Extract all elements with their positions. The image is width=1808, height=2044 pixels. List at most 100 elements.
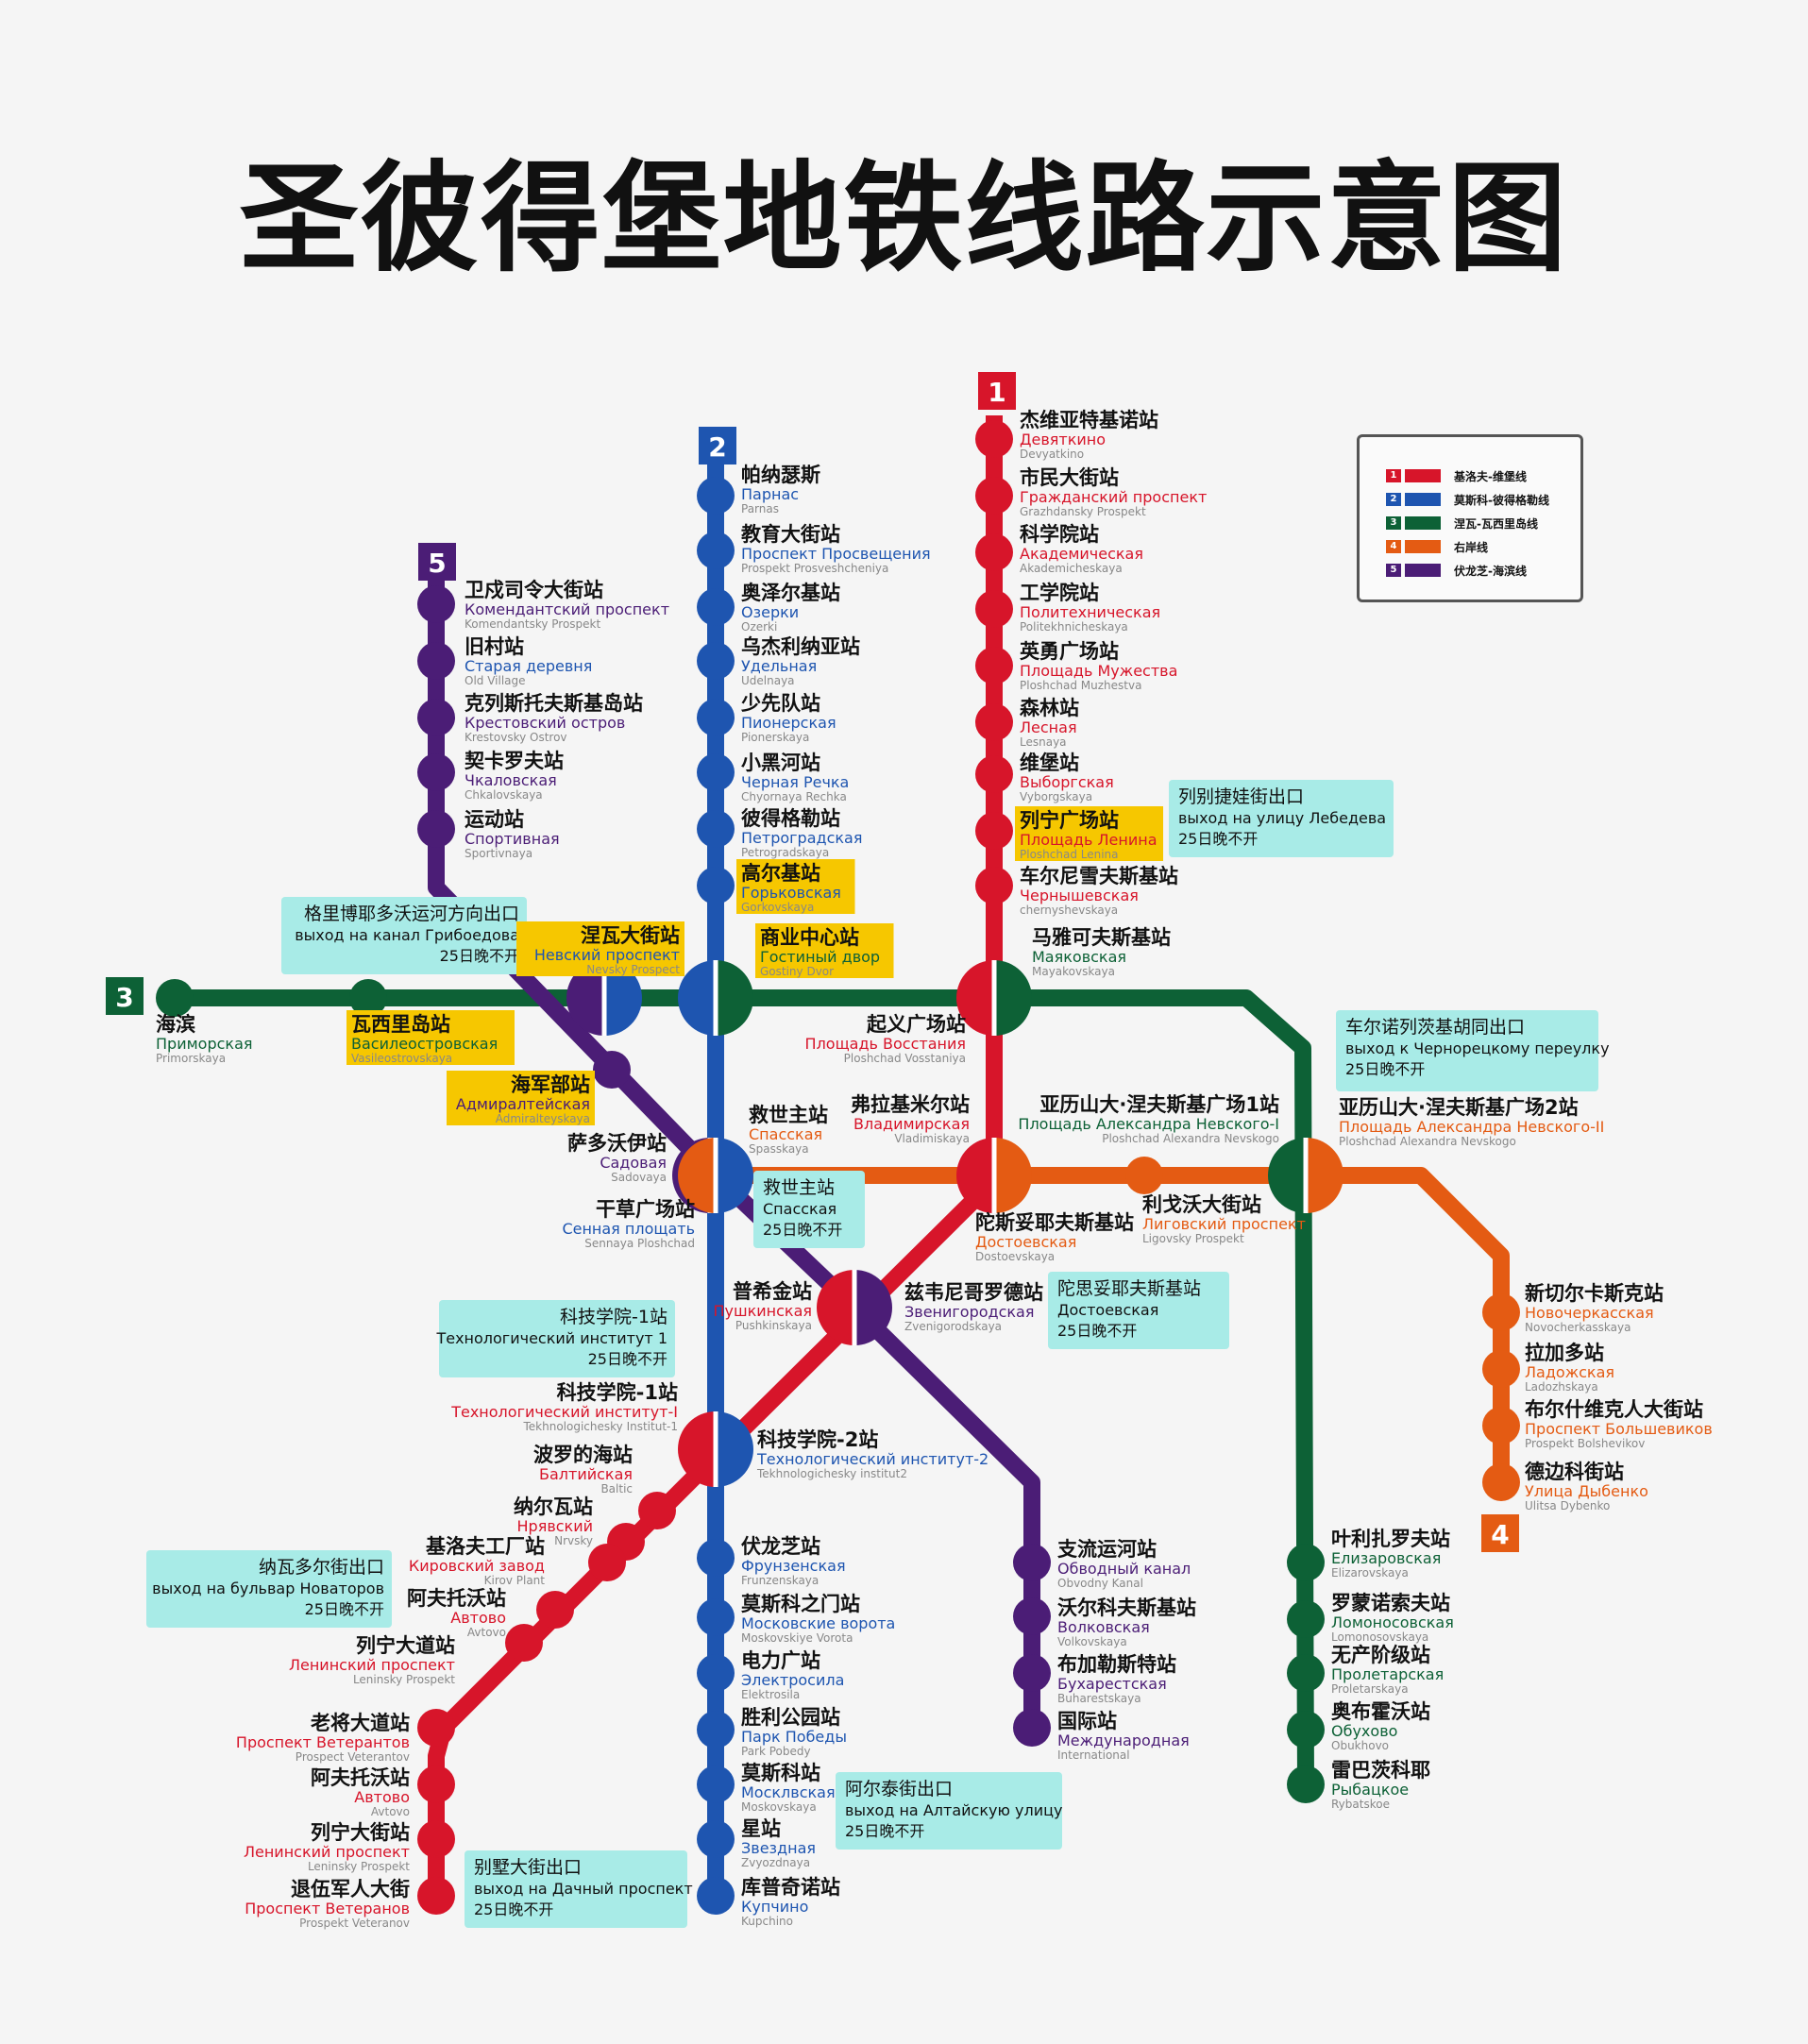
station-name-lat: Kirov Plant [484, 1574, 546, 1587]
station-dot [417, 753, 455, 791]
station-name-zh: 伏龙芝站 [741, 1535, 820, 1558]
station-name-ru: Электросила [741, 1671, 844, 1689]
station-name-zh: 英勇广场站 [1020, 640, 1119, 663]
station-name-lat: Tekhnologichesky Institut-1 [523, 1420, 679, 1433]
station-dot [1482, 1463, 1520, 1501]
station-name-ru: Гражданский проспект [1020, 488, 1207, 506]
station-name-ru: Ленинский проспект [289, 1656, 455, 1674]
station-name-lat: Primorskaya [156, 1052, 226, 1065]
station-dot [417, 1820, 455, 1858]
line-number-label: 4 [1491, 1519, 1509, 1550]
station-name-zh: 瓦西里岛站 [351, 1013, 450, 1036]
station-name-lat: Lomonosovskaya [1331, 1630, 1428, 1644]
station-name-ru: Академическая [1020, 545, 1143, 563]
station-dot [1125, 1157, 1163, 1194]
station-name-zh: 旧村站 [465, 635, 524, 658]
station-labels: 杰维亚特基诺站ДевяткиноDevyatkino市民大街站Гражданск… [156, 409, 1713, 1930]
station-name-lat: Old Village [465, 674, 526, 687]
station-name-ru: Василеостровская [351, 1035, 498, 1053]
legend-color-swatch [1405, 516, 1441, 530]
station-name-lat: Pionerskaya [741, 731, 809, 744]
station-dot [975, 533, 1013, 571]
interchange-half [566, 960, 604, 1036]
station-name-zh: 库普奇诺站 [741, 1876, 840, 1899]
station-name-zh: 亚历山大·涅夫斯基广场1站 [1039, 1093, 1279, 1116]
station-name-zh: 小黑河站 [741, 752, 820, 774]
station-highlight [516, 921, 684, 976]
station-name-ru: Проспект Просвещения [741, 545, 931, 563]
station-name-lat: Tekhnologichesky institut2 [756, 1467, 907, 1480]
legend-line-number: 4 [1386, 540, 1401, 553]
station-dot [697, 532, 735, 569]
station-dot [975, 812, 1013, 850]
station-name-ru: Проспект Ветерантов [236, 1733, 410, 1751]
station-name-ru: Пионерская [741, 714, 836, 732]
station-name-lat: Sennaya Ploshchad [584, 1237, 695, 1250]
station-dot [536, 1591, 574, 1629]
station-name-zh: 波罗的海站 [533, 1444, 633, 1466]
station-dot [505, 1624, 543, 1662]
station-name-ru: Площадь Мужества [1020, 662, 1177, 680]
station-name-lat: Ladozhskaya [1525, 1380, 1598, 1394]
legend-row-5: 5 伏龙芝-海滨线 [1386, 562, 1527, 579]
station-name-lat: Leninsky Prospekt [353, 1673, 455, 1686]
callout-box [1048, 1272, 1229, 1349]
station-name-ru: Невский проспект [534, 946, 680, 964]
station-name-ru: Петроградская [741, 829, 862, 847]
station-name-lat: Proletarskaya [1331, 1682, 1409, 1696]
station-highlight [736, 859, 855, 914]
station-name-ru: Сенная площать [562, 1220, 695, 1238]
station-name-ru: Автово [450, 1609, 506, 1627]
station-name-ru: Чернышевская [1020, 887, 1139, 904]
station-name-zh: 科技学院-2站 [757, 1428, 878, 1451]
station-name-lat: Akademicheskaya [1020, 562, 1123, 575]
station-name-ru: Владимирская [853, 1115, 970, 1133]
station-name-ru: Парк Победы [741, 1728, 847, 1746]
callout-line: 陀思妥耶夫斯基站 [1057, 1278, 1201, 1299]
interchange-half [1268, 1138, 1306, 1213]
station-name-lat: Krestovsky Ostrov [465, 731, 567, 744]
station-name-zh: 基洛夫工厂站 [426, 1535, 545, 1558]
station-name-zh: 普希金站 [733, 1280, 812, 1303]
callout-box [281, 897, 527, 974]
station-name-zh: 工学院站 [1020, 582, 1099, 604]
station-name-zh: 国际站 [1057, 1710, 1117, 1732]
callout-line: 25日晚不开 [845, 1822, 924, 1840]
station-name-ru: Маяковская [1032, 948, 1126, 966]
station-highlight [447, 1071, 595, 1125]
station-name-lat: Admiralteyskaya [496, 1112, 590, 1125]
callout-line: выход на Алтайскую улицу [845, 1801, 1062, 1819]
callout-line: 救世主站 [763, 1177, 835, 1198]
station-name-zh: 萨多沃伊站 [567, 1132, 667, 1155]
station-dot [593, 1051, 631, 1089]
legend-row-3: 3 涅瓦-瓦西里岛线 [1386, 515, 1538, 532]
station-name-ru: Девяткино [1020, 431, 1106, 448]
station-name-lat: Politekhnicheskaya [1020, 620, 1128, 633]
station-name-ru: Ленинский проспект [244, 1843, 410, 1861]
station-name-ru: Рыбацкое [1331, 1781, 1409, 1799]
callout-line: 25日晚不开 [474, 1900, 553, 1918]
station-name-zh: 干草广场站 [596, 1198, 695, 1221]
callout-line: Спасская [763, 1200, 836, 1218]
page-title: 圣彼得堡地铁线路示意图 [239, 149, 1569, 288]
